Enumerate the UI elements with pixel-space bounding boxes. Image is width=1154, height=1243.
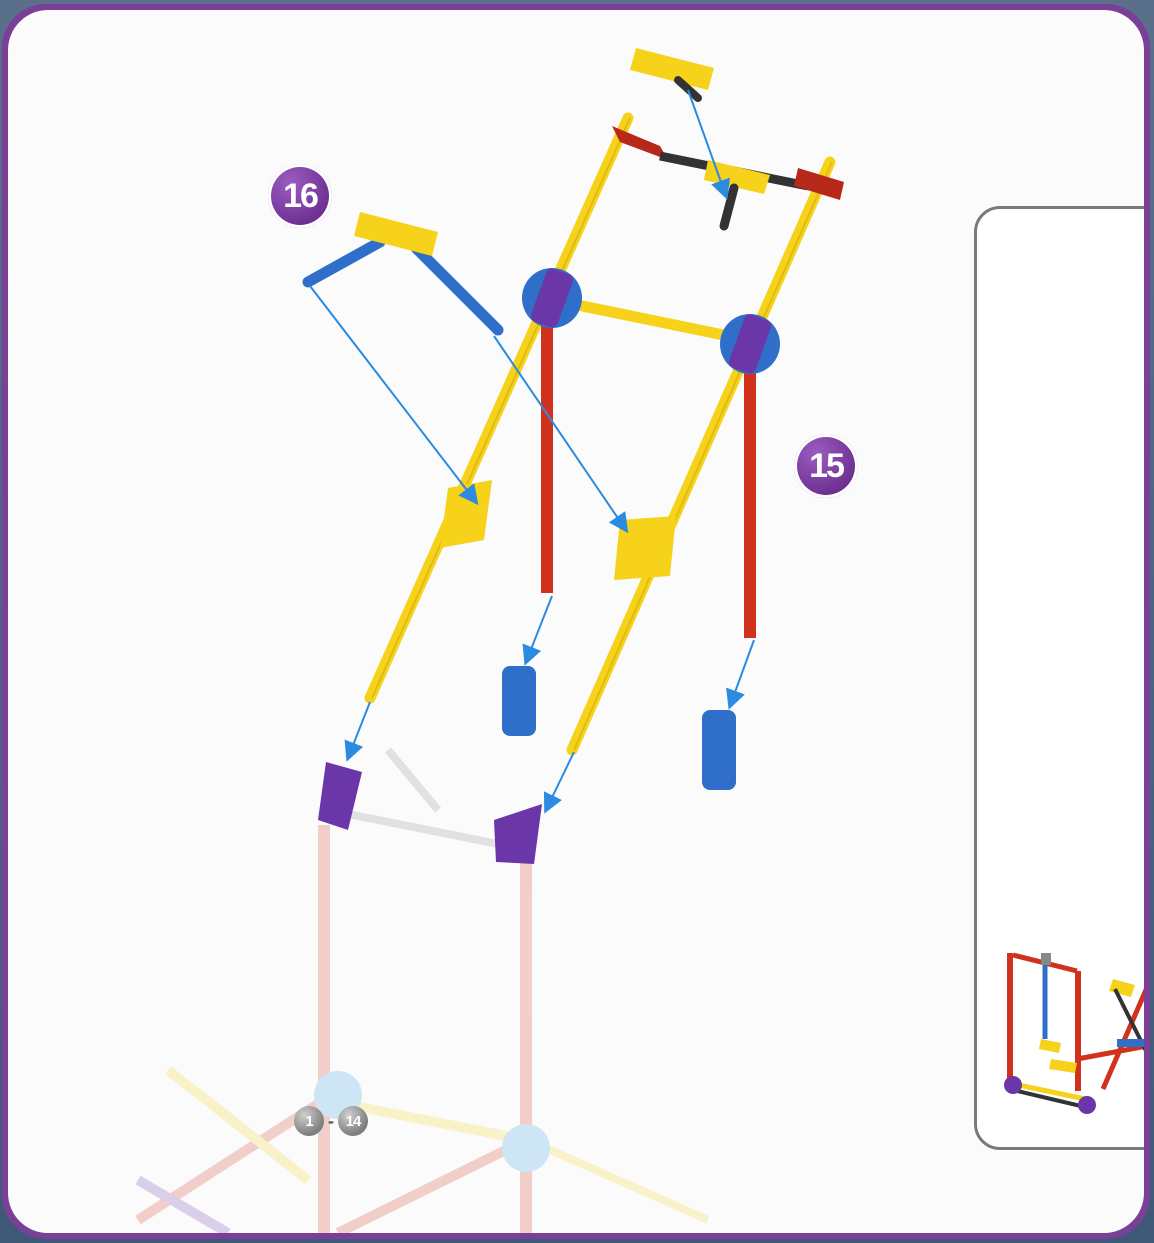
red-rods [541,315,756,638]
yellow-rods [370,118,832,750]
range-end-badge: 14 [338,1106,368,1136]
mid-yellow-connectors [440,480,676,580]
previous-assembly-faded [138,750,708,1233]
page-content: 16 15 1 - 14 [8,10,1144,1233]
floating-top-connector [630,48,714,98]
step-16-badge: 16 [268,164,332,228]
bottom-purple-connectors [318,762,542,864]
previous-steps-range: 1 - 14 [294,1106,368,1136]
page-frame: 16 15 1 - 14 [2,4,1150,1239]
step-15-badge: 15 [794,434,858,498]
completed-model-inset [974,206,1144,1150]
range-start-badge: 1 [294,1106,324,1136]
step16-parts [308,212,498,330]
loose-blue-connectors [502,666,736,790]
range-dash: - [328,1111,334,1132]
inset-model-thumbnail [977,209,1144,1147]
